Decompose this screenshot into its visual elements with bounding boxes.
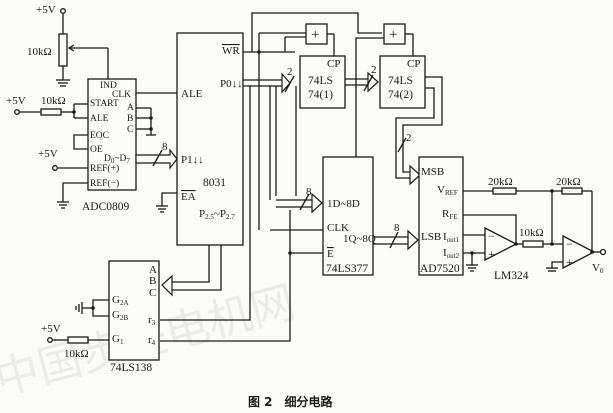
msb-bus-width: 2 xyxy=(406,132,412,144)
dac-label: AD7520 xyxy=(420,263,460,275)
latch-74ls377-chip xyxy=(322,156,374,276)
refp-terminal xyxy=(52,165,58,171)
decoder-pin-g2b: G2B xyxy=(112,309,128,322)
adc-pin-refn: REF(−) xyxy=(90,178,119,189)
decoder-pin-a: A xyxy=(149,264,157,276)
counter-bus-width: 2 xyxy=(371,64,377,76)
dac-pin-msb: MSB xyxy=(421,166,444,178)
dac-pin-vref: VREF xyxy=(437,184,458,197)
mcu-8031-label: 8031 xyxy=(203,177,226,189)
counter-1-chip xyxy=(299,55,346,109)
counter-1-name2: 74(1) xyxy=(308,89,333,101)
decoder-label: 74LS138 xyxy=(110,362,152,374)
ea-ground-wire xyxy=(161,192,177,206)
adc-pin-eoc: EOC xyxy=(90,131,109,141)
g1-pullup xyxy=(47,336,109,344)
vcc-label-g1: +5V xyxy=(41,323,61,335)
vref-resistor-value: 20kΩ xyxy=(488,176,513,188)
latch-out-bus xyxy=(373,229,419,251)
latch-in-bus xyxy=(270,192,323,290)
g2-ground xyxy=(75,299,109,317)
pot-value: 10kΩ xyxy=(27,46,52,58)
r3-wire xyxy=(160,230,251,321)
adc-pin-clk: CLK xyxy=(112,90,131,100)
latch-pin-e: E xyxy=(327,248,334,260)
adc-bus-width: 8 xyxy=(162,141,168,153)
g1-resistor-value: 10kΩ xyxy=(64,348,89,360)
adc-pin-a: A xyxy=(127,103,134,113)
output-label: V0 xyxy=(592,262,604,275)
mcu-pin-wr: WR xyxy=(222,45,240,57)
p0-bus-width: 2 xyxy=(287,66,293,78)
latch-pin-q: 1Q~8Q xyxy=(343,233,376,245)
mcu-pin-p0: P0↓↓ xyxy=(220,78,243,90)
counter-2-cp: CP xyxy=(407,58,420,70)
start-input-network xyxy=(14,103,88,119)
dac-pin-iout2: Iout2 xyxy=(443,247,460,260)
adc-data-bus xyxy=(135,148,178,170)
adc0809-label: ADC0809 xyxy=(82,201,130,213)
mid-resistor-value: 10kΩ xyxy=(519,227,544,239)
latch-pin-clk: CLK xyxy=(327,222,349,234)
counter-2-name1: 74LS xyxy=(388,75,413,87)
mcu-pin-p2: P2.5~P2.7 xyxy=(199,208,235,221)
latch-in-bus-width: 8 xyxy=(306,186,312,198)
adder-1-symbol: + xyxy=(311,27,319,43)
mcu-pin-p1: P1↓↓ xyxy=(181,154,204,166)
latch-label: 74LS377 xyxy=(326,263,368,275)
decoder-74ls138-chip xyxy=(108,260,160,361)
counter-2-name2: 74(2) xyxy=(388,89,413,101)
decoder-pin-r4: r4 xyxy=(148,334,156,347)
r4-wire xyxy=(160,290,291,342)
decoder-pin-c: C xyxy=(149,287,156,299)
p0-bus xyxy=(243,72,297,230)
adc-pin-ale: ALE xyxy=(90,114,109,124)
vcc-label-pot: +5V xyxy=(36,4,56,16)
latch-pin-d: 1D~8D xyxy=(327,198,360,210)
counter-1-cp: CP xyxy=(327,58,340,70)
feedback-resistor-value: 20kΩ xyxy=(556,176,581,188)
dac-pin-lsb: LSB xyxy=(421,231,441,243)
msb-bus xyxy=(395,76,443,186)
adc-pin-data: D0~D7 xyxy=(104,154,130,165)
opamp-label: LM324 xyxy=(494,270,529,282)
svg-text:+: + xyxy=(566,255,573,269)
mcu-8031-chip xyxy=(176,32,244,246)
refn-ground-wire xyxy=(62,182,88,202)
mcu-pin-ea: EA xyxy=(181,191,196,203)
adc-pin-refp: REF(+) xyxy=(90,163,119,174)
adc-pin-c: C xyxy=(127,125,133,135)
dac-pin-rfb: RFE xyxy=(442,208,458,221)
svg-text:−: − xyxy=(488,229,495,243)
adc-pin-start: START xyxy=(90,99,119,109)
analog-output-stage: − + − + xyxy=(463,187,607,272)
counter-2-chip xyxy=(379,55,426,109)
adc-addr-ground xyxy=(136,107,156,136)
decoder-pin-r3: r3 xyxy=(148,314,156,327)
decoder-pin-b: B xyxy=(149,275,156,287)
latch-out-bus-width: 8 xyxy=(394,222,400,234)
adc-pin-b: B xyxy=(127,114,133,124)
dac-pin-iout1: Iout1 xyxy=(443,231,460,244)
eoc-oe-link xyxy=(73,134,88,150)
adc-pin-ind: IND xyxy=(100,81,117,91)
svg-text:−: − xyxy=(566,237,573,251)
potentiometer-10k xyxy=(56,8,109,87)
vcc-label-ref: +5V xyxy=(38,148,58,160)
counter-1-name1: 74LS xyxy=(308,75,333,87)
start-resistor-value: 10kΩ xyxy=(41,95,66,107)
decoder-pin-g1: G1 xyxy=(112,333,124,346)
dac-ad7520-chip xyxy=(418,156,464,276)
vcc-label-start: +5V xyxy=(6,95,26,107)
svg-text:+: + xyxy=(488,247,495,261)
mcu-pin-ale: ALE xyxy=(181,88,203,100)
adc-pin-oe: OE xyxy=(90,145,103,155)
adc0809-chip xyxy=(87,78,137,191)
p2-decoder-bus xyxy=(161,245,222,297)
counter-bus xyxy=(345,71,379,93)
adder-2-symbol: + xyxy=(389,27,397,43)
decoder-pin-g2a: G2A xyxy=(112,294,129,307)
wr-wires xyxy=(243,12,382,230)
